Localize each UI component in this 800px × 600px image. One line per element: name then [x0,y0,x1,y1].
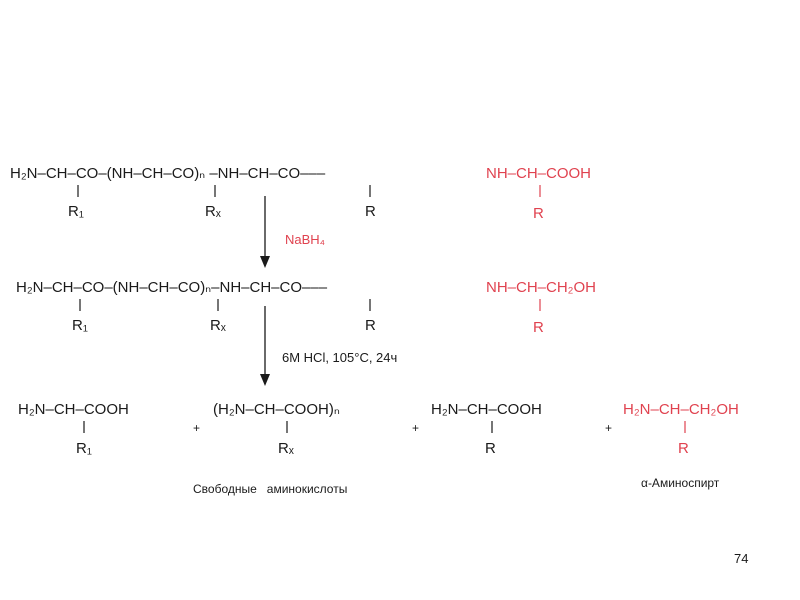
caption-free-amino-acids: Свободные аминокислоты [193,482,347,496]
row1-sub-rx: Rₓ [205,203,221,220]
row3-sub-rx: Rₓ [278,440,294,457]
row1-sub-r1: R₁ [68,203,84,220]
row2-sub-r1: R₁ [72,317,88,334]
row3-sub-r1: R₁ [76,440,92,457]
reaction-arrow-2-head [260,374,270,386]
row1-red-sub-r: R [533,205,544,222]
row1-c-terminal-residue: NH–CH–COOH [486,165,591,182]
reagent-nabh4: NaBH₄ [285,232,325,247]
row1-sub-r: R [365,203,376,220]
product-internal-amino-acids: (H₂N–CH–COOH)ₙ [213,401,340,418]
row3-sub-r: R [485,440,496,457]
row2-peptide-formula: H₂N–CH–CO–(NH–CH–CO)ₙ–NH–CH–CO––– [16,279,328,296]
row3-red-sub-r: R [678,440,689,457]
reaction-arrow-1-head [260,256,270,268]
row2-red-sub-r: R [533,319,544,336]
product-amino-alcohol: H₂N–CH–CH₂OH [623,401,739,418]
row2-c-terminal-alcohol: NH–CH–CH₂OH [486,279,596,296]
reagent-hcl-hydrolysis: 6M HCl, 105°C, 24ч [282,350,397,365]
page-number: 74 [734,551,748,566]
product-n-terminal-amino-acid: H₂N–CH–COOH [18,401,129,418]
row2-sub-rx: Rₓ [210,317,226,334]
product-amino-acid: H₂N–CH–COOH [431,401,542,418]
plus-sign-3: + [605,421,612,435]
plus-sign-2: + [412,421,419,435]
caption-amino-alcohol: α-Аминоспирт [641,476,720,490]
row1-peptide-formula: H₂N–CH–CO–(NH–CH–CO)ₙ –NH–CH–CO––– [10,165,326,182]
plus-sign-1: + [193,421,200,435]
row2-sub-r: R [365,317,376,334]
